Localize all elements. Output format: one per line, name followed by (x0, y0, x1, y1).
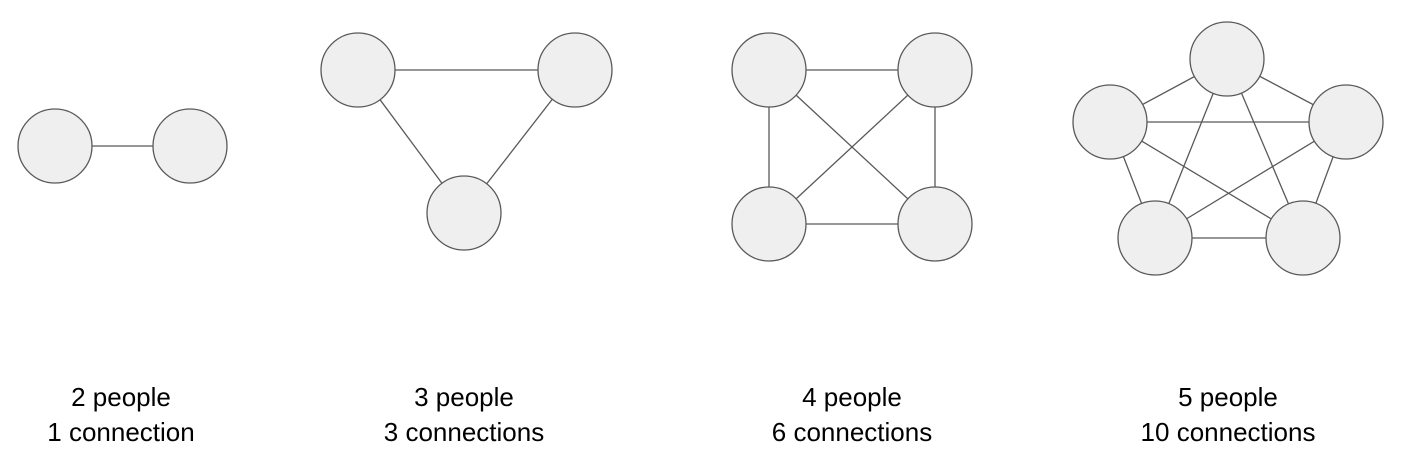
person-node (897, 186, 973, 262)
graph-3-people (320, 32, 613, 251)
person-node (1072, 84, 1148, 160)
person-node (1265, 200, 1341, 276)
person-node (1308, 84, 1384, 160)
connections-count-label: 3 connections (383, 417, 545, 447)
people-count-label: 5 people (1178, 382, 1278, 412)
people-count-label: 3 people (414, 382, 514, 412)
caption-3-people: 3 people 3 connections (314, 380, 614, 450)
connection-line (768, 69, 936, 225)
person-node (897, 32, 973, 108)
person-node (1189, 21, 1265, 97)
caption-2-people: 2 people 1 connection (0, 380, 271, 450)
person-node (426, 175, 502, 251)
connections-count-label: 10 connections (1140, 417, 1316, 447)
caption-5-people: 5 people 10 connections (1078, 380, 1378, 450)
person-node (537, 32, 613, 108)
person-node (731, 186, 807, 262)
person-node (1117, 200, 1193, 276)
connections-count-label: 6 connections (771, 417, 933, 447)
person-node (152, 108, 228, 184)
people-count-label: 2 people (71, 382, 171, 412)
people-count-label: 4 people (802, 382, 902, 412)
person-node (731, 32, 807, 108)
connections-count-label: 1 connection (47, 417, 195, 447)
graph-2-people (17, 108, 228, 184)
graph-4-people (731, 32, 973, 262)
caption-4-people: 4 people 6 connections (702, 380, 1002, 450)
person-node (320, 32, 396, 108)
graph-5-people (1072, 21, 1384, 276)
person-node (17, 108, 93, 184)
